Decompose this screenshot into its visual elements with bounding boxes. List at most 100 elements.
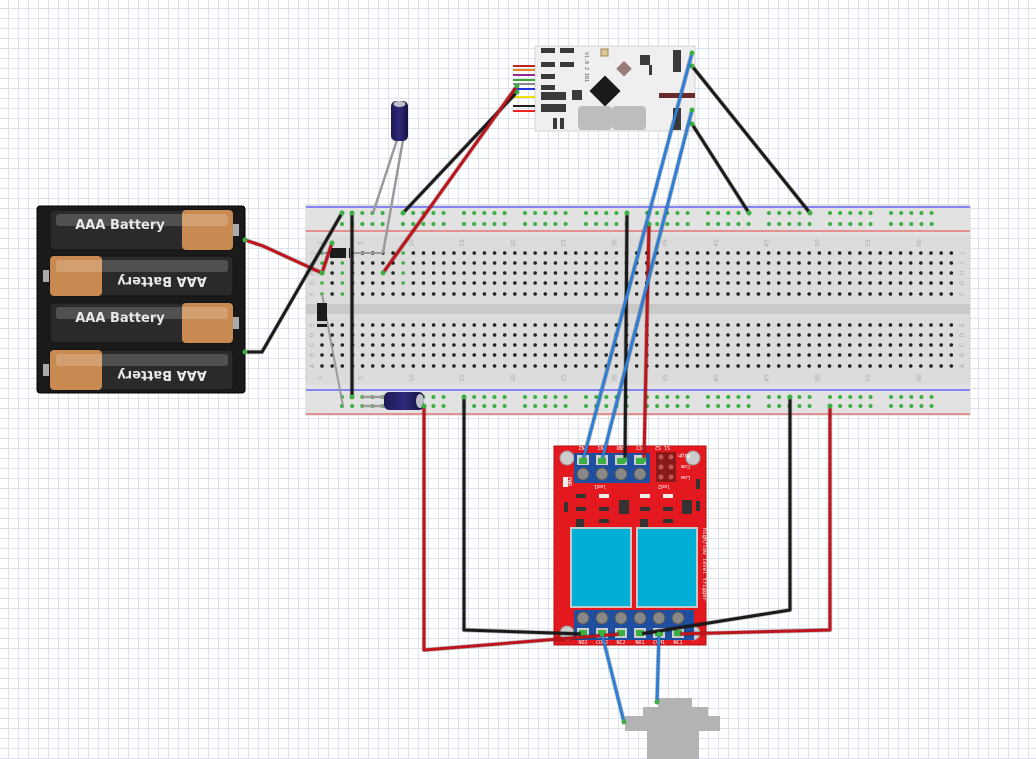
breadboard-hole[interactable]: [888, 251, 893, 255]
breadboard-hole[interactable]: [908, 364, 913, 368]
breadboard-hole[interactable]: [787, 323, 791, 327]
breadboard-hole[interactable]: [401, 323, 406, 327]
breadboard-hole[interactable]: [634, 281, 639, 285]
breadboard-hole[interactable]: [949, 292, 954, 296]
wire-endpoint[interactable]: [689, 63, 695, 69]
breadboard-hole[interactable]: [756, 251, 761, 255]
breadboard-hole[interactable]: [746, 323, 751, 327]
breadboard-hole[interactable]: [898, 343, 903, 347]
rail-hole[interactable]: [797, 404, 802, 408]
breadboard-hole[interactable]: [817, 292, 822, 296]
breadboard-hole[interactable]: [513, 292, 517, 296]
breadboard-hole[interactable]: [807, 343, 811, 347]
breadboard-hole[interactable]: [949, 333, 954, 337]
breadboard-hole[interactable]: [340, 292, 345, 296]
rail-hole[interactable]: [716, 211, 721, 215]
breadboard-hole[interactable]: [868, 333, 872, 337]
rail-hole[interactable]: [675, 222, 680, 226]
breadboard-hole[interactable]: [513, 323, 517, 327]
breadboard-hole[interactable]: [330, 281, 334, 285]
breadboard-hole[interactable]: [381, 292, 385, 296]
breadboard-hole[interactable]: [614, 271, 619, 275]
breadboard-hole[interactable]: [584, 323, 588, 327]
rail-hole[interactable]: [523, 211, 527, 215]
rail-hole[interactable]: [777, 211, 782, 215]
breadboard-hole[interactable]: [330, 364, 334, 368]
wire-endpoint[interactable]: [641, 457, 647, 463]
breadboard-hole[interactable]: [848, 333, 852, 337]
breadboard-hole[interactable]: [360, 281, 365, 285]
breadboard-hole[interactable]: [523, 261, 527, 265]
wire-endpoint[interactable]: [242, 237, 248, 243]
wire-endpoint[interactable]: [746, 210, 752, 216]
breadboard-hole[interactable]: [807, 271, 811, 275]
breadboard-hole[interactable]: [685, 323, 690, 327]
rail-hole[interactable]: [441, 222, 446, 226]
breadboard-hole[interactable]: [573, 323, 578, 327]
wire-body[interactable]: [639, 397, 792, 636]
wire-endpoint[interactable]: [339, 210, 345, 216]
rail-hole[interactable]: [401, 222, 405, 226]
breadboard-hole[interactable]: [685, 261, 690, 265]
breadboard-hole[interactable]: [431, 261, 436, 265]
breadboard-hole[interactable]: [939, 271, 943, 275]
rail-hole[interactable]: [360, 211, 365, 215]
breadboard-hole[interactable]: [868, 281, 872, 285]
breadboard-hole[interactable]: [330, 323, 334, 327]
breadboard-hole[interactable]: [482, 353, 487, 357]
rail-hole[interactable]: [533, 404, 538, 408]
breadboard-hole[interactable]: [563, 271, 568, 275]
breadboard-hole[interactable]: [381, 364, 385, 368]
breadboard-hole[interactable]: [563, 251, 568, 255]
breadboard-hole[interactable]: [858, 333, 862, 337]
breadboard-hole[interactable]: [726, 292, 730, 296]
breadboard-hole[interactable]: [523, 353, 527, 357]
breadboard-hole[interactable]: [848, 281, 852, 285]
breadboard-hole[interactable]: [513, 271, 517, 275]
breadboard-hole[interactable]: [340, 343, 345, 347]
breadboard-hole[interactable]: [584, 333, 588, 337]
breadboard-hole[interactable]: [929, 343, 933, 347]
breadboard-hole[interactable]: [878, 343, 883, 347]
breadboard-hole[interactable]: [523, 333, 527, 337]
breadboard-hole[interactable]: [817, 251, 822, 255]
breadboard-hole[interactable]: [919, 364, 923, 368]
breadboard-hole[interactable]: [736, 251, 740, 255]
wire-body[interactable]: [600, 109, 694, 461]
breadboard-hole[interactable]: [837, 353, 842, 357]
rail-hole[interactable]: [706, 211, 710, 215]
rail-hole[interactable]: [441, 395, 446, 399]
rail-hole[interactable]: [594, 211, 599, 215]
rail-hole[interactable]: [502, 404, 507, 408]
rail-hole[interactable]: [726, 211, 731, 215]
breadboard-hole[interactable]: [573, 364, 578, 368]
rail-hole[interactable]: [889, 395, 893, 399]
breadboard-hole[interactable]: [868, 343, 872, 347]
breadboard-hole[interactable]: [807, 323, 811, 327]
breadboard-hole[interactable]: [421, 261, 426, 265]
breadboard-hole[interactable]: [573, 281, 578, 285]
breadboard-hole[interactable]: [482, 251, 487, 255]
wire-relay-vcc[interactable]: [641, 221, 652, 463]
wire-endpoint[interactable]: [580, 631, 586, 637]
breadboard-hole[interactable]: [452, 364, 456, 368]
breadboard-hole[interactable]: [675, 281, 680, 285]
breadboard-hole[interactable]: [726, 251, 730, 255]
breadboard-hole[interactable]: [949, 343, 954, 347]
rail-hole[interactable]: [523, 404, 527, 408]
breadboard-hole[interactable]: [472, 364, 477, 368]
breadboard-hole[interactable]: [919, 251, 923, 255]
breadboard-hole[interactable]: [401, 292, 406, 296]
breadboard-hole[interactable]: [766, 323, 771, 327]
breadboard-hole[interactable]: [787, 333, 791, 337]
breadboard-hole[interactable]: [381, 281, 385, 285]
breadboard-hole[interactable]: [421, 251, 426, 255]
breadboard-hole[interactable]: [848, 323, 852, 327]
rail-hole[interactable]: [553, 395, 558, 399]
wire-endpoint[interactable]: [319, 270, 325, 276]
breadboard-hole[interactable]: [533, 251, 537, 255]
breadboard-hole[interactable]: [919, 343, 923, 347]
breadboard-hole[interactable]: [665, 323, 669, 327]
rail-hole[interactable]: [411, 211, 416, 215]
